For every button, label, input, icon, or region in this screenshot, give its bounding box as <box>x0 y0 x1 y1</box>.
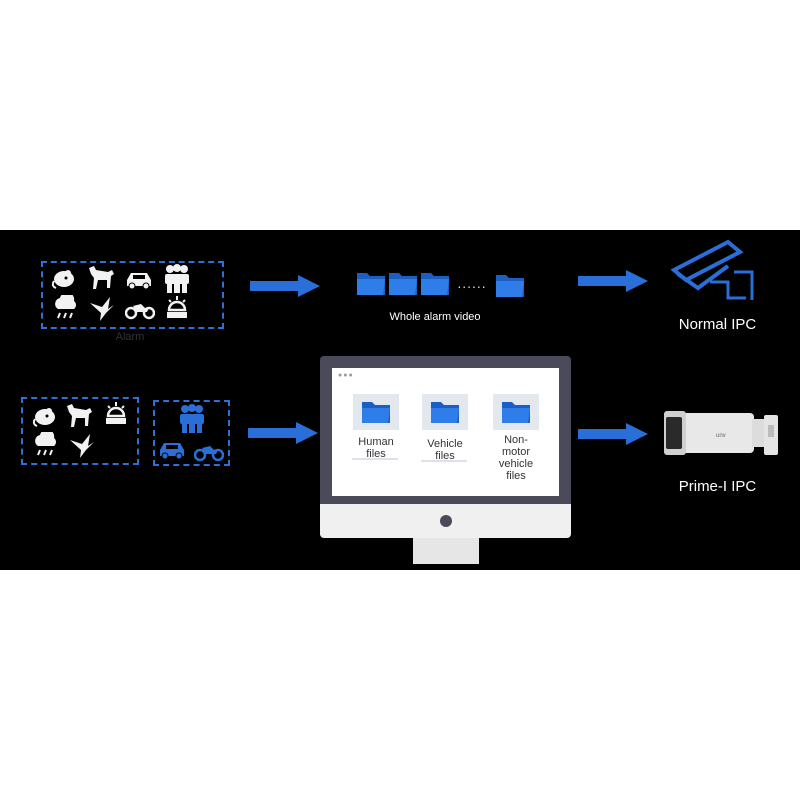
vehicle-files-label: Vehicle files <box>427 438 463 462</box>
svg-text:unv: unv <box>716 433 726 439</box>
alarm-label: Alarm <box>115 331 145 343</box>
crowd-icon <box>177 404 207 434</box>
crowd-icon <box>162 264 192 294</box>
folder-icon <box>388 270 418 296</box>
folder-icon <box>420 270 450 296</box>
bird-icon <box>68 430 96 460</box>
dome-camera-icon <box>668 238 758 308</box>
monitor-stand <box>413 538 479 564</box>
dog-icon <box>86 264 116 292</box>
alarm-light-icon <box>104 400 128 428</box>
target-objects-box <box>153 400 230 466</box>
monitor: ●●● <box>320 356 571 538</box>
arrow-top-left <box>250 275 320 297</box>
folders-ellipsis: ...... <box>457 275 487 291</box>
prime-i-ipc-label: Prime-I IPC <box>678 478 757 495</box>
vehicle-files-icon <box>422 394 468 430</box>
vehicle-files-line <box>421 460 467 462</box>
car-icon <box>125 270 153 290</box>
human-files-line <box>352 458 398 460</box>
normal-ipc-label: Normal IPC <box>678 316 757 333</box>
dog-icon <box>64 402 94 430</box>
non-motor-vehicle-files-icon <box>493 394 539 430</box>
ignored-targets-box <box>21 397 139 465</box>
arrow-bottom-left <box>248 422 318 444</box>
rain-icon <box>52 295 80 321</box>
folder-icon <box>495 272 525 298</box>
window-dots: ●●● <box>338 372 354 379</box>
arrow-bottom-right <box>578 423 648 445</box>
non-motor-vehicle-files-label: Non- motor vehicle files <box>498 434 534 482</box>
motorcycle-icon <box>125 298 155 320</box>
alarm-light-icon <box>165 294 189 322</box>
power-button-icon <box>440 515 452 527</box>
folder-icon <box>356 270 386 296</box>
human-files-label: Human files <box>358 436 394 460</box>
monitor-screen: ●●● <box>332 368 559 496</box>
car-icon <box>158 440 186 460</box>
motorcycle-icon <box>194 440 224 462</box>
rain-icon <box>32 432 60 458</box>
whole-alarm-video-label: Whole alarm video <box>389 311 481 323</box>
mouse-icon <box>51 266 77 290</box>
bullet-camera-icon: unv <box>664 405 782 465</box>
human-files-icon <box>353 394 399 430</box>
mouse-icon <box>32 404 58 428</box>
arrow-top-right <box>578 270 648 292</box>
bird-icon <box>88 293 116 323</box>
alarm-source-box <box>41 261 224 329</box>
